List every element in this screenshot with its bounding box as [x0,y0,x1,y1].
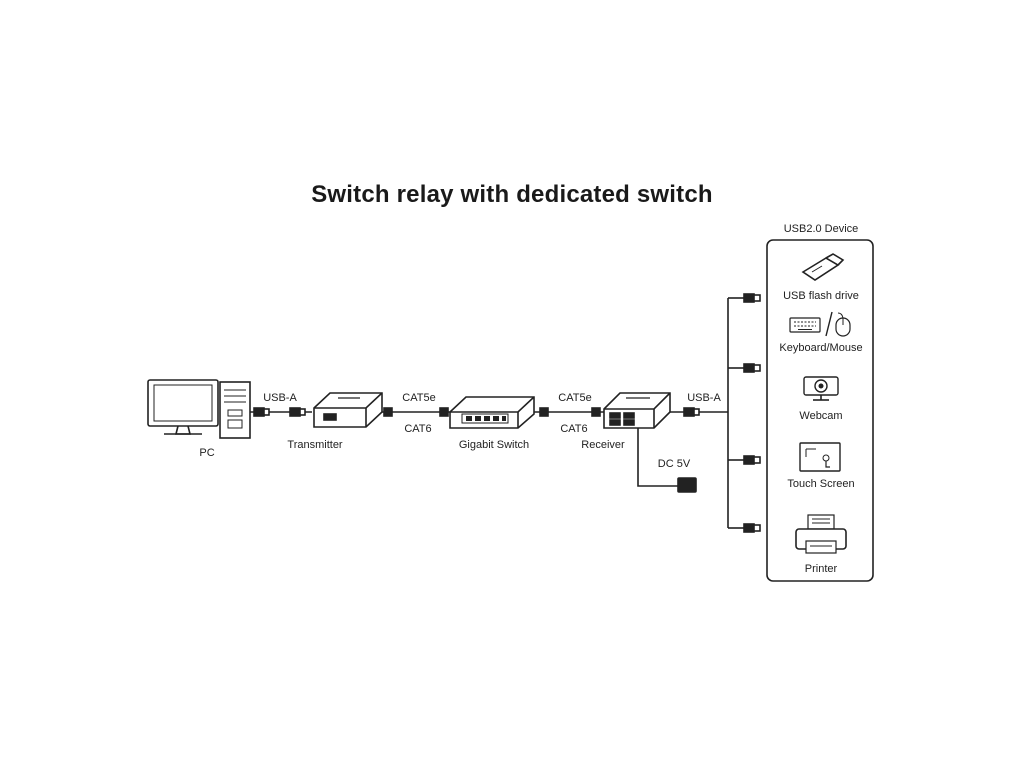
dc-power-cable [637,428,697,493]
dc-5v-label: DC 5V [658,458,691,470]
transmitter-icon [313,392,383,428]
gigabit-switch-label: Gigabit Switch [459,439,529,451]
usb-device-panel [766,239,874,582]
usb-a-right-label: USB-A [687,392,721,404]
cat5e-right-label: CAT5e [558,392,591,404]
usb-flash-drive-icon [801,253,845,281]
usb-cable-right [670,298,729,528]
transmitter-label: Transmitter [287,439,343,451]
pc-icon [147,379,251,439]
cat6-right-label: CAT6 [560,423,587,435]
webcam-icon [803,376,839,401]
usb-panel-title: USB2.0 Device [784,223,859,235]
printer-label: Printer [805,563,838,575]
usb-flash-drive-label: USB flash drive [783,290,859,302]
cat-cable-left [382,407,450,417]
cat5e-left-label: CAT5e [402,392,435,404]
touch-screen-label: Touch Screen [787,478,854,490]
touch-screen-icon [799,442,841,472]
usb-cable-left [250,407,312,417]
diagram-title: Switch relay with dedicated switch [311,181,713,208]
gigabit-switch-icon [449,396,535,429]
keyboard-mouse-icon [789,311,851,337]
cat-cable-right [534,407,604,417]
printer-icon [795,514,847,554]
usb-branches [728,293,761,533]
pc-label: PC [199,447,214,459]
usb-a-left-label: USB-A [263,392,297,404]
keyboard-mouse-label: Keyboard/Mouse [779,342,862,354]
cat6-left-label: CAT6 [404,423,431,435]
receiver-icon [603,392,671,429]
receiver-label: Receiver [581,439,625,451]
webcam-label: Webcam [799,410,842,422]
